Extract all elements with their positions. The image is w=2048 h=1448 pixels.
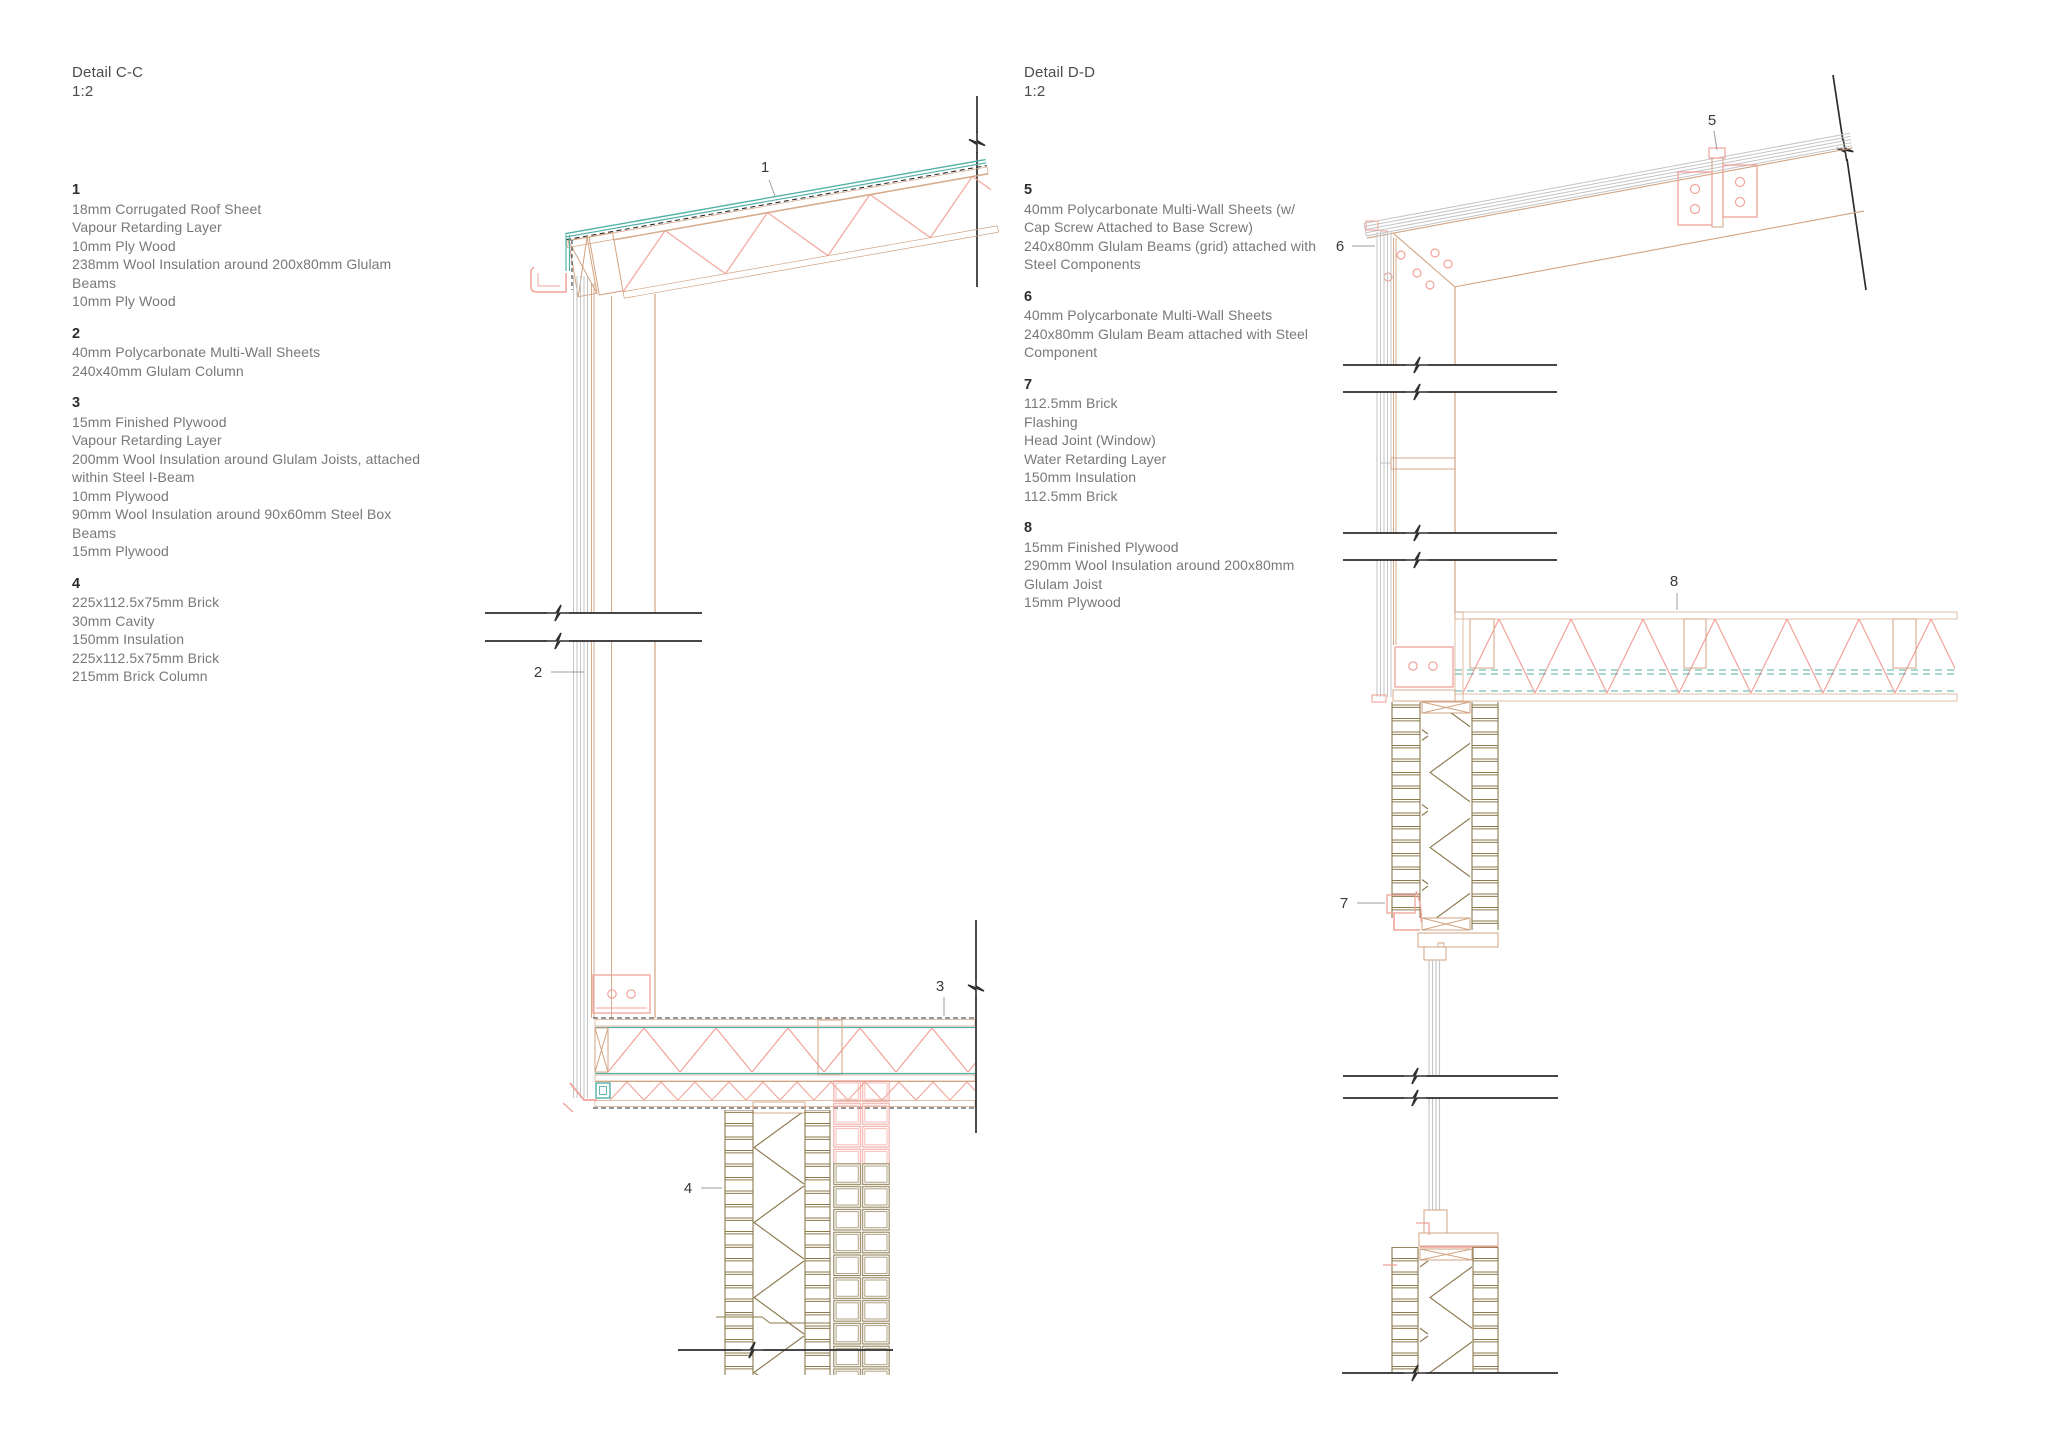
note-item-8: 8 15mm Finished Plywood 290mm Wool Insul…: [1024, 519, 1324, 612]
note-number: 5: [1024, 182, 1033, 198]
note-line: 15mm Finished Plywood: [1024, 538, 1179, 555]
note-line: 240x80mm Glulam Beam attached with Steel: [1024, 325, 1309, 342]
note-line: 30mm Cavity: [72, 612, 155, 629]
note-line: Steel Components: [1024, 256, 1141, 272]
note-item-6: 6 40mm Polycarbonate Multi-Wall Sheets 2…: [1024, 288, 1324, 362]
note-line: within Steel I-Beam: [72, 469, 195, 485]
note-line: 112.5mm Brick: [1024, 395, 1118, 411]
note-line: 10mm Ply Wood: [72, 237, 176, 254]
note-line: Vapour Retarding Layer: [72, 432, 222, 448]
callout-6: 6: [1336, 238, 1344, 255]
note-line: 225x112.5x75mm Brick: [72, 649, 220, 666]
detail-dd-scale: 1:2: [1024, 83, 1046, 100]
callout-8: 8: [1670, 573, 1678, 590]
note-number: 1: [72, 182, 81, 198]
cc-floor-assembly: [562, 1017, 976, 1113]
note-line: 10mm Plywood: [72, 487, 169, 504]
note-number: 7: [1024, 376, 1033, 393]
note-item-5: 5 40mm Polycarbonate Multi-Wall Sheets (…: [1024, 181, 1324, 274]
note-number: 8: [1024, 520, 1033, 536]
note-item-2: 2 40mm Polycarbonate Multi-Wall Sheets 2…: [72, 325, 442, 381]
note-item-7: 7 112.5mm Brick Flashing Head Joint (Win…: [1024, 376, 1324, 506]
detail-dd-notes: Detail D-D 1:2 5 40mm Polycarbonate Mult…: [1024, 63, 1324, 626]
cc-brick-wall: [716, 1080, 890, 1375]
note-line: 40mm Polycarbonate Multi-Wall Sheets (w/: [1024, 200, 1296, 217]
note-line: 90mm Wool Insulation around 90x60mm Stee…: [72, 506, 392, 522]
note-line: 240x80mm Glulam Beams (grid) attached wi…: [1024, 237, 1317, 254]
note-line: 40mm Polycarbonate Multi-Wall Sheets: [1024, 307, 1273, 323]
note-number: 3: [72, 395, 81, 411]
note-line: Glulam Joist: [1024, 575, 1103, 592]
dd-brick-wall-sill: [1383, 1247, 1499, 1373]
note-item-4: 4 225x112.5x75mm Brick 30mm Cavity 150mm…: [72, 575, 442, 686]
note-line: Flashing: [1024, 413, 1078, 430]
note-line: 215mm Brick Column: [72, 668, 208, 684]
dd-bottom-break-line: [1342, 1364, 1558, 1382]
note-line: Component: [1024, 344, 1098, 360]
cc-bottom-break-line: [678, 1341, 893, 1359]
note-line: Beams: [72, 524, 117, 541]
cc-floor-section-line: [967, 920, 985, 1133]
note-line: 240x40mm Glulam Column: [72, 362, 244, 379]
note-line: 238mm Wool Insulation around 200x80mm Gl…: [72, 256, 392, 272]
note-item-3: 3 15mm Finished Plywood Vapour Retarding…: [72, 394, 442, 561]
detail-cc-title: Detail C-C: [72, 64, 144, 81]
dd-brick-wall-head: [1386, 701, 1499, 931]
dd-beam-splice: [1677, 147, 1758, 228]
callout-4: 4: [684, 1180, 692, 1197]
note-line: 10mm Ply Wood: [72, 293, 176, 309]
dd-floor-assembly: [1454, 611, 1958, 702]
note-line: 150mm Insulation: [1024, 469, 1137, 485]
note-line: 200mm Wool Insulation around Glulam Jois…: [72, 450, 421, 467]
note-line: 15mm Plywood: [72, 543, 169, 559]
cc-steel-plate: [592, 974, 651, 1014]
note-line: 40mm Polycarbonate Multi-Wall Sheets: [72, 344, 321, 360]
dd-wall-break-lines: [1343, 356, 1557, 569]
cc-wall-break-lines: [485, 604, 702, 650]
dd-roof-assembly: [1363, 132, 1865, 288]
note-line: 150mm Insulation: [72, 631, 185, 647]
dd-callouts: 5 6 7 8: [1336, 112, 1718, 912]
callout-5: 5: [1708, 112, 1716, 129]
note-line: Water Retarding Layer: [1024, 450, 1167, 467]
dd-eave-corner: [1365, 220, 1456, 612]
cc-callouts: 1 2 3 4: [534, 159, 945, 1197]
note-item-1: 1 18mm Corrugated Roof Sheet Vapour Reta…: [72, 181, 442, 311]
note-line: 18mm Corrugated Roof Sheet: [72, 200, 262, 217]
dd-steel-plate: [1371, 646, 1456, 703]
dd-window-break-lines: [1343, 1067, 1558, 1107]
note-line: 15mm Plywood: [1024, 594, 1121, 610]
callout-1: 1: [761, 159, 769, 176]
note-number: 6: [1024, 288, 1033, 305]
dd-window: [1416, 932, 1499, 1248]
detail-cc-scale: 1:2: [72, 83, 94, 100]
note-line: Vapour Retarding Layer: [72, 219, 222, 235]
dd-roof-section-line: [1832, 74, 1867, 291]
note-number: 2: [72, 325, 81, 342]
callout-2: 2: [534, 664, 542, 681]
dd-wall: [1376, 232, 1456, 697]
note-line: 112.5mm Brick: [1024, 487, 1118, 504]
callout-3: 3: [936, 978, 944, 995]
note-line: Head Joint (Window): [1024, 432, 1156, 448]
detail-cc-view: 1 2 3 4: [485, 96, 999, 1375]
note-line: 225x112.5x75mm Brick: [72, 594, 220, 610]
cc-wall: [573, 276, 656, 1098]
note-line: Beams: [72, 274, 117, 291]
note-line: 290mm Wool Insulation around 200x80mm: [1024, 557, 1295, 573]
detail-cc-notes: Detail C-C 1:2 1 18mm Corrugated Roof Sh…: [72, 63, 442, 700]
cc-roof-assembly: [565, 158, 999, 299]
callout-7: 7: [1340, 895, 1348, 912]
note-number: 4: [72, 575, 81, 592]
note-line: 15mm Finished Plywood: [72, 413, 227, 430]
cc-gutter: [530, 235, 573, 293]
detail-dd-title: Detail D-D: [1024, 64, 1096, 81]
note-line: Cap Screw Attached to Base Screw): [1024, 219, 1253, 235]
detail-dd-view: 5 6 7 8: [1336, 74, 1958, 1382]
